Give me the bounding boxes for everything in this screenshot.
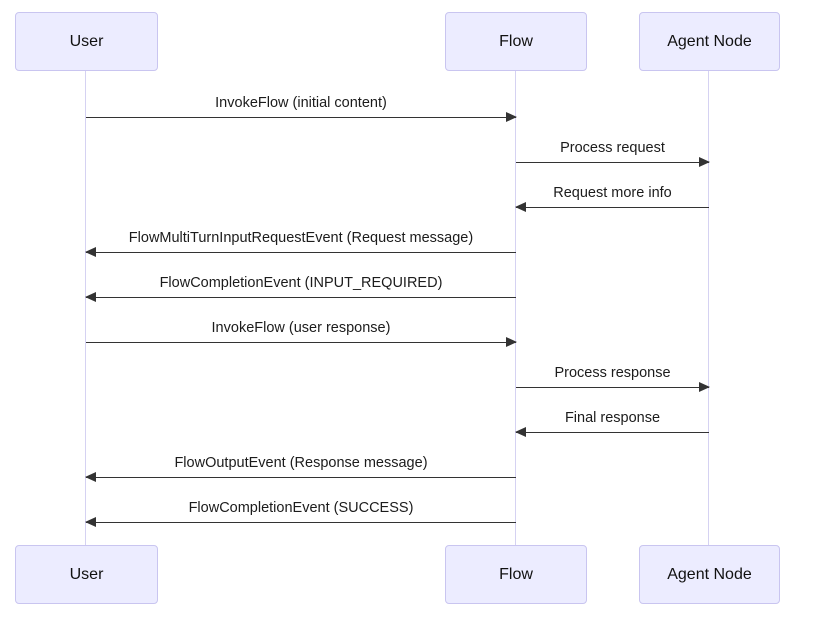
actor-flow-top: Flow [445,12,587,71]
message-invokeflow-initial: InvokeFlow (initial content) [86,94,517,122]
message-label: Request more info [553,185,672,201]
message-final-response: Final response [515,409,709,437]
actor-user-bottom: User [15,545,158,604]
message-request-more-info: Request more info [515,184,709,212]
actor-label: User [69,32,104,50]
message-process-request: Process request [516,139,710,167]
arrow-left-icon [515,427,709,437]
arrow-left-icon [85,247,516,257]
message-completion-event-input-required: FlowCompletionEvent (INPUT_REQUIRED) [85,274,516,302]
message-label: FlowCompletionEvent (INPUT_REQUIRED) [159,275,443,291]
arrow-right-icon [516,157,710,167]
arrow-right-icon [516,382,710,392]
message-output-event: FlowOutputEvent (Response message) [85,454,516,482]
actor-user-top: User [15,12,158,71]
actor-label: Agent Node [667,32,752,50]
arrow-left-icon [85,517,516,527]
actor-label: Agent Node [667,565,752,583]
message-label: Process response [554,365,671,381]
lifeline-flow [515,71,516,545]
message-label: Process request [560,140,665,156]
arrow-right-icon [86,337,517,347]
actor-agent-node-bottom: Agent Node [639,545,780,604]
actor-agent-node-top: Agent Node [639,12,780,71]
actor-label: Flow [499,32,533,50]
actor-label: Flow [499,565,533,583]
message-label: Final response [564,410,661,426]
lifeline-user [85,71,86,545]
message-process-response: Process response [516,364,710,392]
actor-flow-bottom: Flow [445,545,587,604]
lifeline-agent-node [708,71,709,545]
message-multiturn-input-request-event: FlowMultiTurnInputRequestEvent (Request … [85,229,516,257]
message-invokeflow-user-response: InvokeFlow (user response) [86,319,517,347]
message-label: InvokeFlow (user response) [211,320,391,336]
message-completion-event-success: FlowCompletionEvent (SUCCESS) [85,499,516,527]
message-label: FlowMultiTurnInputRequestEvent (Request … [128,230,474,246]
arrow-left-icon [85,292,516,302]
message-label: FlowCompletionEvent (SUCCESS) [188,500,414,516]
arrow-left-icon [85,472,516,482]
actor-label: User [69,565,104,583]
arrow-right-icon [86,112,517,122]
message-label: InvokeFlow (initial content) [215,95,387,111]
arrow-left-icon [515,202,709,212]
message-label: FlowOutputEvent (Response message) [174,455,428,471]
